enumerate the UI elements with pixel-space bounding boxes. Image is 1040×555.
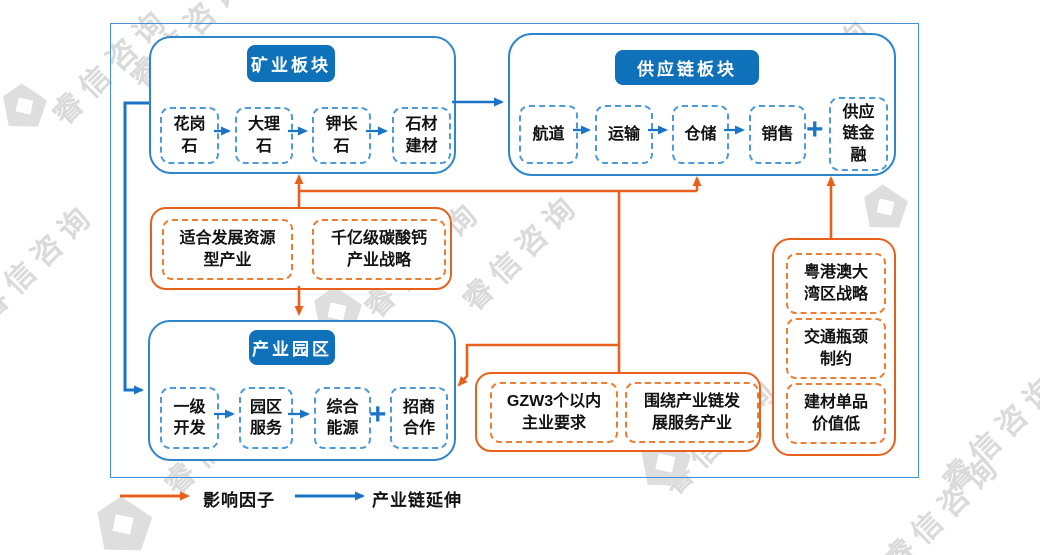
node-investment-cooperation: 招商合作	[390, 387, 448, 449]
node-waterway: 航道	[519, 105, 578, 164]
factors-bottom-group: GZW3个以内主业要求 围绕产业链发展服务产业	[475, 372, 761, 452]
factor-low-product-value: 建材单品价值低	[786, 383, 886, 444]
node-transport: 运输	[595, 105, 653, 164]
plus-sign: +	[806, 113, 824, 146]
factor-service-industry: 围绕产业链发展服务产业	[625, 382, 759, 443]
node-supply-chain-finance: 供应链金融	[829, 97, 888, 171]
factor-gzw-main-business: GZW3个以内主业要求	[490, 382, 618, 443]
watermark-text: 睿信咨询	[0, 196, 103, 328]
watermark-logo-icon	[0, 81, 49, 131]
factor-greater-bay-area: 粤港澳大湾区战略	[786, 253, 886, 314]
factor-calcium-carbonate-strategy: 千亿级碳酸钙产业战略	[312, 219, 446, 280]
node-marble: 大理石	[235, 107, 293, 164]
factor-traffic-bottleneck: 交通瓶颈制约	[786, 318, 886, 379]
node-stone-materials: 石材建材	[392, 107, 451, 164]
plus-sign: +	[369, 398, 387, 431]
legend-influence-factor-label: 影响因子	[203, 491, 275, 510]
node-granite: 花岗石	[160, 107, 219, 164]
factors-right-group: 粤港澳大湾区战略 交通瓶颈制约 建材单品价值低	[772, 238, 896, 456]
node-warehousing: 仓储	[672, 105, 729, 164]
industrial-park-section-title: 产业园区	[249, 330, 335, 365]
mining-section: 矿业板块 花岗石 大理石 钾长石 石材建材	[149, 36, 456, 174]
node-sales: 销售	[749, 105, 806, 164]
node-primary-development: 一级开发	[160, 387, 219, 449]
node-park-services: 园区服务	[239, 387, 293, 449]
supply-chain-section-title: 供应链板块	[615, 50, 759, 85]
factors-left-group: 适合发展资源型产业 千亿级碳酸钙产业战略	[150, 207, 452, 290]
factor-resource-industry: 适合发展资源型产业	[162, 219, 293, 280]
mining-section-title: 矿业板块	[247, 45, 335, 82]
diagram-frame	[110, 23, 919, 478]
node-integrated-energy: 综合能源	[314, 387, 371, 449]
node-feldspar: 钾长石	[312, 107, 371, 164]
industrial-park-section: 产业园区 一级开发 园区服务 综合能源 + 招商合作	[148, 320, 456, 461]
legend-chain-extension-label: 产业链延伸	[372, 491, 462, 510]
supply-chain-section: 供应链板块 航道 运输 仓储 销售 + 供应链金融	[508, 33, 896, 176]
watermark-logo-icon	[92, 493, 154, 555]
